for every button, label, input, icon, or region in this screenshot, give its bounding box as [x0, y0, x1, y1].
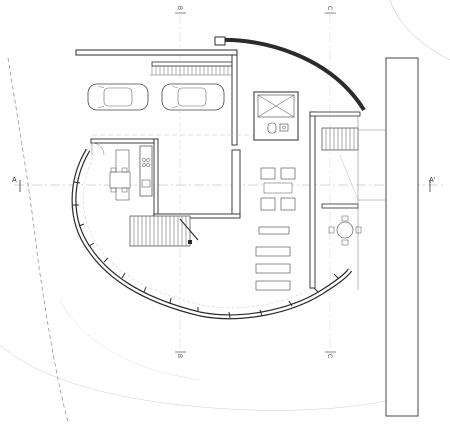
hob-burner-icon	[142, 158, 146, 162]
section-label-a-right: A'	[429, 177, 435, 184]
wall-east-upper	[309, 111, 316, 289]
wall-east-top	[309, 111, 361, 117]
car-right	[161, 83, 225, 111]
wall-central-lower	[231, 149, 241, 217]
chair	[121, 187, 128, 193]
chair	[110, 167, 117, 173]
chair	[121, 167, 128, 173]
sofa	[255, 246, 291, 257]
coffee-table	[263, 182, 293, 194]
curved-facade-south	[71, 148, 353, 320]
kitchen-core-wall	[90, 138, 159, 144]
sofa	[255, 263, 291, 274]
wc-toilet	[267, 122, 277, 134]
car-left	[87, 83, 149, 111]
wall-garage-back	[151, 61, 237, 67]
outdoor-table	[336, 221, 354, 239]
basin-drain-icon	[282, 125, 286, 130]
section-label-b-top: B	[176, 6, 182, 10]
curved-wall-north-inner	[217, 43, 361, 113]
facade-inner-line	[83, 152, 317, 309]
terrace-hatch	[339, 154, 359, 201]
facade-mullions	[73, 181, 339, 319]
exterior-strip	[385, 57, 419, 417]
armchair	[260, 167, 276, 180]
door-swing	[91, 142, 105, 156]
armchair	[260, 197, 276, 211]
section-label-b-bottom: B	[176, 354, 182, 358]
kitchen-counter	[139, 145, 153, 197]
outdoor-chair	[341, 239, 349, 246]
outdoor-chair	[355, 226, 362, 234]
chair	[110, 187, 117, 193]
stair-lower-left	[129, 215, 199, 247]
wall-stub	[214, 36, 226, 46]
hob-burner-icon	[142, 163, 146, 167]
armchair	[280, 167, 296, 180]
terrain-contour	[0, 344, 391, 411]
curved-wall-north	[217, 37, 366, 112]
terrain-contour	[389, 0, 450, 61]
section-label-c-bottom: C	[326, 354, 332, 359]
wall-east-short	[321, 203, 359, 209]
section-label-a-left: A	[12, 177, 17, 184]
core-wall-right	[153, 138, 159, 220]
garage-top-stair	[150, 66, 232, 76]
outdoor-chair	[328, 226, 335, 234]
wall-north-long	[75, 49, 238, 56]
sofa	[255, 280, 291, 291]
shaft-diagonal	[257, 94, 295, 118]
column	[188, 240, 192, 244]
hob-burner-icon	[146, 163, 150, 167]
armchair	[280, 197, 296, 211]
site-boundary-left	[7, 57, 69, 423]
sink-icon	[141, 179, 151, 188]
wc-basin	[279, 123, 289, 132]
terrain-contour	[59, 299, 201, 381]
dining-table	[109, 171, 131, 189]
wall-central-vertical	[231, 54, 238, 146]
stair-east	[321, 127, 359, 151]
bench	[258, 226, 290, 235]
hob-burner-icon	[146, 158, 150, 162]
outdoor-chair	[341, 215, 349, 222]
section-label-c-top: C	[326, 6, 332, 11]
